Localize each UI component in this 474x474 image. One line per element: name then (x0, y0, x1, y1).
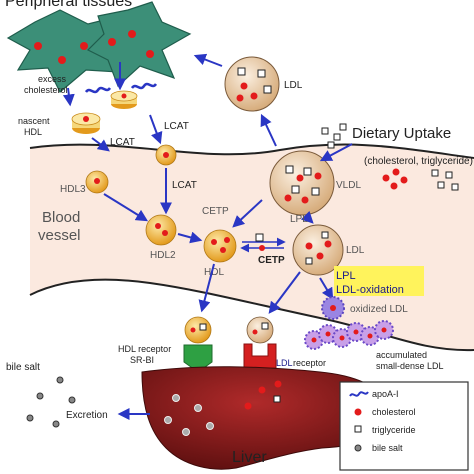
legend-label-triglyceride: triglyceride (372, 425, 416, 435)
arrow-ldl-to-receptor (268, 271, 301, 314)
legend-label-bile-salt: bile salt (372, 443, 403, 453)
accumulated-ldl-label-2: small-dense LDL (376, 361, 444, 371)
hdl-receptor-label-2: SR-BI (130, 355, 154, 365)
blood-vessel-label-1: Blood (42, 209, 80, 226)
apoa1-icon (84, 86, 112, 94)
peripheral-tissues-title: Peripheral tissues (5, 0, 132, 10)
arrow-hdl2-to-hdl (177, 231, 203, 244)
bile-salt-label: bile salt (6, 362, 40, 373)
hdl2-label: HDL2 (150, 250, 176, 261)
nascent-hdl-label-1: nascent (18, 116, 50, 126)
legend-item-apoa1: apoA-I (349, 389, 399, 399)
cholesterol-icon (259, 245, 265, 251)
excess-cholesterol-label-1: excess (38, 74, 67, 84)
accumulated-ldl-label-1: accumulated (376, 350, 427, 360)
apoa1-icon (349, 391, 369, 397)
hdl-particle-wall (155, 144, 177, 166)
tissue-cholesterol-dots (34, 30, 154, 64)
liver-cholesterol (244, 380, 282, 410)
arrow-ldl-to-oxidized (319, 277, 334, 301)
legend-label-cholesterol: cholesterol (372, 407, 416, 417)
tissue-cell-right (86, 1, 192, 88)
dietary-particles-top (321, 123, 347, 149)
liver-bile-salts (164, 394, 214, 436)
accumulated-ldl-cluster (304, 320, 394, 350)
dietary-triglyceride-squares (431, 169, 459, 191)
lcat-label-3: LCAT (172, 180, 197, 191)
hdl2-particle (145, 214, 177, 246)
arrow-vldl-cetp (232, 199, 263, 228)
arrow-vldl-to-ldl (300, 210, 314, 224)
triglyceride-icon (255, 233, 264, 242)
arrow-dietary (319, 143, 353, 162)
legend-item-triglyceride: triglyceride (354, 425, 416, 435)
cetp-label-1: CETP (202, 206, 229, 217)
ldl-oxidation-label: LDL-oxidation (336, 284, 404, 296)
vldl-particle (269, 150, 335, 216)
arrow-vldl-to-ldl-top (260, 113, 277, 147)
ldl-label-mid: LDL (346, 245, 365, 256)
arrow-lcat-down-left (91, 137, 110, 152)
cetp-label-2: CETP (258, 255, 285, 266)
hdl-particle (203, 229, 237, 263)
triglyceride-icon (354, 425, 362, 433)
arrow-lcat-right (149, 114, 163, 145)
legend-label-apoa1: apoA-I (372, 389, 399, 399)
ldl-receptor-label-ldl: LDL (276, 358, 293, 368)
arrow-excess-to-nascent (62, 87, 75, 107)
nascent-hdl-disc-upper (110, 90, 138, 109)
arrow-ldl-to-tissue (193, 53, 223, 67)
lcat-label-1: LCAT (110, 137, 135, 148)
apoa1-icon (130, 82, 158, 90)
dietary-detail-label: (cholesterol, triglyceride) (364, 156, 473, 167)
nascent-hdl-label-2: HDL (24, 127, 42, 137)
bile-salt-icon (354, 444, 362, 452)
hdl-on-receptor (184, 316, 212, 344)
liver-triglyceride (273, 395, 281, 403)
nascent-hdl-disc (71, 112, 101, 134)
excess-cholesterol-label-2: cholesterol (24, 85, 68, 95)
excreted-bile-salts (26, 376, 76, 428)
legend-item-cholesterol: cholesterol (354, 407, 416, 417)
ldl-receptor-label-word: receptor (293, 358, 326, 368)
legend-item-bile-salt: bile salt (354, 443, 403, 453)
dietary-uptake-label: Dietary Uptake (352, 125, 451, 142)
oxidized-ldl-label: oxidized LDL (350, 304, 408, 315)
hdl3-particle (85, 170, 109, 194)
excretion-label: Excretion (66, 410, 108, 421)
cholesterol-icon (354, 408, 362, 416)
ldl-receptor-shape (243, 343, 277, 369)
hdl3-label: HDL3 (60, 184, 86, 195)
hdl-receptor-label-1: HDL receptor (118, 344, 171, 354)
liver-label: Liver (232, 449, 267, 466)
arrow-hdl-to-receptor (198, 263, 215, 313)
oxidized-ldl-particle (321, 296, 345, 320)
ldl-label-top: LDL (284, 80, 303, 91)
vessel-wall-bottom (29, 278, 474, 352)
lpl-label-1: LPL (290, 214, 308, 225)
dietary-cholesterol-dots (382, 168, 408, 190)
lpl-label-2: LPL (336, 270, 356, 282)
ldl-on-receptor (246, 316, 274, 344)
ldl-particle-mid (292, 224, 344, 276)
lcat-label-2: LCAT (164, 121, 189, 132)
arrow-hdl3-to-hdl2 (103, 193, 149, 222)
blood-vessel-label-2: vessel (38, 227, 81, 244)
hdl-label: HDL (204, 267, 224, 278)
ldl-particle-top (224, 56, 280, 112)
highlight-box (334, 266, 424, 296)
vldl-label: VLDL (336, 180, 361, 191)
